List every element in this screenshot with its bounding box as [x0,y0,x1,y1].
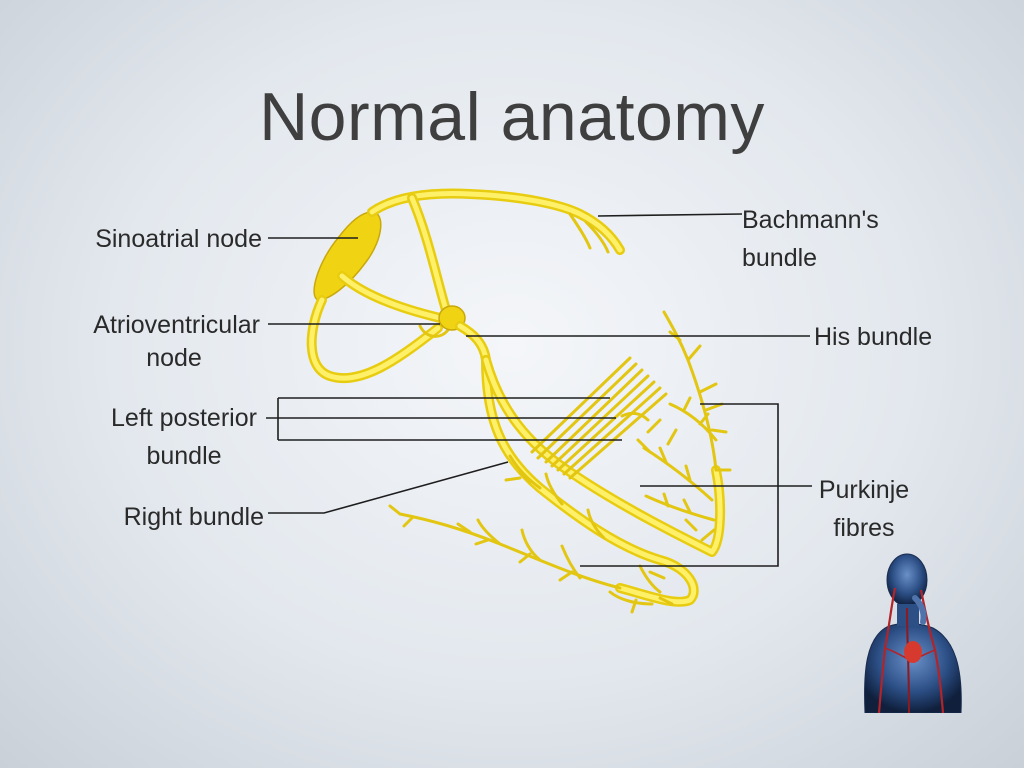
left-bundle-inner [483,357,723,555]
internodal-anterior-inner [409,195,449,313]
slide-title: Normal anatomy [259,79,765,155]
label-purkinje-line1: Purkinje [819,476,909,504]
label-atrioventricular-line1: Atrioventricular [93,311,260,339]
labels: Sinoatrial node Atrioventricular node Le… [93,206,932,542]
left-posterior-fascicles [530,356,668,480]
av-small-loop [418,324,450,338]
label-bachmanns-line1: Bachmann's [742,206,879,234]
label-atrioventricular-line2: node [146,344,202,372]
purkinje-network [620,310,732,542]
leader-purkinje-bracket [580,403,779,567]
label-right-bundle: Right bundle [124,503,264,531]
label-left-posterior-line2: bundle [146,442,221,470]
label-his-bundle: His bundle [814,323,932,351]
sinoatrial-node-shape [313,211,382,301]
purkinje-network-lower [388,454,674,614]
leader-lines [266,213,812,567]
leader-right-bundle [268,461,509,514]
bachmanns-branch-1 [568,212,592,250]
right-bundle-inner [483,357,697,605]
label-purkinje-line2: fibres [833,514,894,542]
label-sinoatrial-node: Sinoatrial node [95,225,262,253]
label-bachmanns-line2: bundle [742,244,817,272]
conduction-system [306,188,732,614]
bachmanns-branch-2 [584,220,610,254]
internodal-middle-inner [339,273,443,321]
human-anatomy-figure-icon [864,553,962,713]
atrial-loop-inner [309,297,441,381]
label-left-posterior-line1: Left posterior [111,404,257,432]
leader-bachmanns [597,213,743,217]
left-bundle-path [481,355,726,557]
